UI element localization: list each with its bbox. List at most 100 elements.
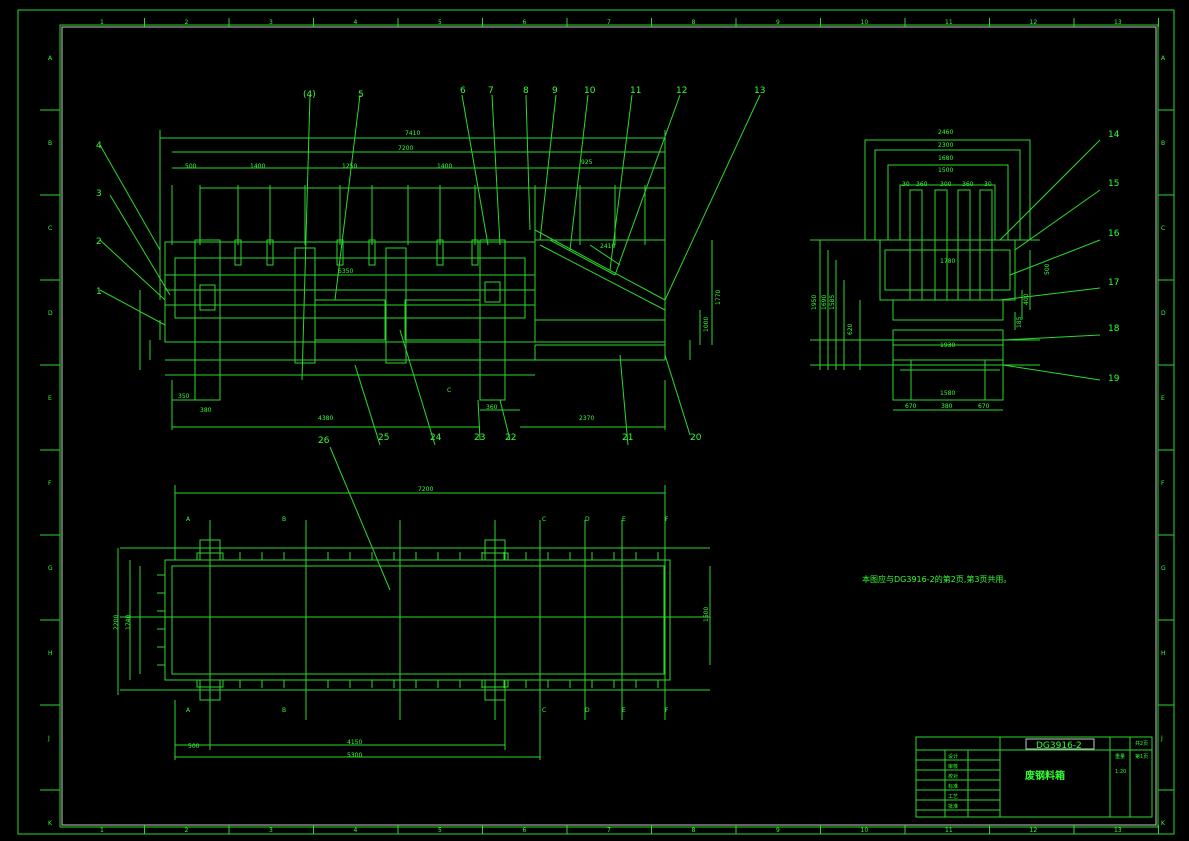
dim-500: 500 [185, 163, 197, 170]
side-dim-620: 620 [847, 323, 854, 335]
zone-row-label: G [1161, 565, 1166, 572]
dim-925: 925 [581, 159, 593, 166]
part-label-12: 12 [676, 86, 687, 96]
part-label-17: 17 [1108, 278, 1119, 288]
zone-col-label: 3 [269, 827, 273, 834]
part-label-7: 7 [488, 86, 494, 96]
title-block-row-label: 批准 [948, 803, 958, 810]
section-letter: F [665, 707, 669, 714]
part-label-11: 11 [630, 86, 641, 96]
zone-row-label: E [48, 395, 52, 402]
zone-col-label: 1 [100, 19, 104, 26]
sheet-index: 第1页 [1135, 753, 1148, 760]
zone-row-label: K [1161, 820, 1166, 827]
sheet-count: 共2页 [1135, 740, 1148, 747]
side-dim-400: 400 [1023, 293, 1030, 305]
side-dim-360b: 360 [962, 181, 974, 188]
part-label-4: (4) [303, 90, 316, 100]
zone-col-label: 5 [438, 827, 442, 834]
zone-col-label: 11 [945, 19, 953, 26]
section-letter: E [622, 516, 626, 523]
zone-col-label: 2 [185, 827, 189, 834]
title-block-row-label: 设计 [948, 753, 958, 760]
zone-row-label: J [47, 735, 50, 742]
zone-row-label: F [1161, 480, 1165, 487]
plan-dim-1500: 1500 [703, 607, 710, 622]
part-label-9: 9 [552, 86, 558, 96]
side-dim-500: 500 [1044, 263, 1051, 275]
zone-col-label: 5 [438, 19, 442, 26]
part-label-22: 22 [505, 433, 516, 443]
zone-col-label: 4 [354, 19, 358, 26]
zone-col-label: 10 [861, 19, 869, 26]
drawing-title: 废钢料箱 [1025, 769, 1065, 782]
title-block-row-label: 校对 [948, 773, 958, 780]
side-dim-1585: 1585 [829, 295, 836, 310]
dim-1400a: 1400 [250, 163, 265, 170]
part-label-3: 3 [96, 189, 102, 199]
zone-row-label: D [1161, 310, 1166, 317]
zone-row-label: D [48, 310, 53, 317]
part-label-1: 1 [96, 287, 102, 297]
side-dim-2300: 2300 [938, 142, 953, 149]
zone-row-label: G [48, 565, 53, 572]
zone-col-label: 9 [776, 827, 780, 834]
dim-1770: 1770 [715, 290, 722, 305]
plan-dim-4150: 4150 [347, 739, 362, 746]
side-dim-1690: 1690 [821, 295, 828, 310]
title-block-row-label: 工艺 [948, 794, 958, 800]
side-dim-380: 380 [941, 403, 953, 410]
zone-col-label: 10 [861, 827, 869, 834]
part-label-18: 18 [1108, 324, 1120, 334]
dim-380: 380 [200, 407, 212, 414]
zone-col-label: 4 [354, 827, 358, 834]
section-letter: A [186, 516, 191, 523]
side-dim-1680: 1680 [938, 155, 953, 162]
section-letter: D [585, 516, 590, 523]
part-label-10: 10 [584, 86, 596, 96]
zone-row-label: A [48, 55, 53, 62]
drawing-weight: 重量 [1115, 753, 1125, 760]
dim-2410: 2410 [600, 243, 615, 250]
side-dim-1950: 1950 [811, 295, 818, 310]
section-letter: D [585, 707, 590, 714]
section-letter: B [282, 707, 286, 714]
part-label-19: 19 [1108, 374, 1120, 384]
side-dim-670a: 670 [905, 403, 917, 410]
part-label-2: 2 [96, 237, 102, 247]
part-label-15: 15 [1108, 179, 1119, 189]
zone-col-label: 13 [1114, 19, 1122, 26]
dim-1250: 1250 [342, 163, 357, 170]
drawing-note: 本图应与DG3916-2的第2页,第3页共用。 [862, 574, 1011, 584]
side-dim-2460: 2460 [938, 129, 953, 136]
dim-350: 350 [178, 393, 190, 400]
part-label-16: 16 [1108, 229, 1120, 239]
zone-row-label: H [48, 650, 53, 657]
section-letter: B [282, 516, 286, 523]
dim-5350: 5350 [338, 268, 353, 275]
zone-col-label: 6 [523, 827, 527, 834]
section-c-mark: C [447, 387, 451, 394]
part-label-13: 13 [754, 86, 765, 96]
part-label-21: 21 [622, 433, 633, 443]
title-block-row-label: 标准 [948, 783, 958, 790]
side-dim-360a: 360 [916, 181, 928, 188]
zone-col-label: 6 [523, 19, 527, 26]
side-dim-670b: 670 [978, 403, 990, 410]
sheet-border [17, 9, 1175, 835]
zone-col-label: 12 [1030, 827, 1038, 834]
side-dim-1780: 1780 [940, 258, 955, 265]
zone-row-label: E [1161, 395, 1165, 402]
dim-7200: 7200 [398, 145, 413, 152]
side-dim-30a: 30 [902, 181, 910, 188]
plan-dim-500: 500 [188, 743, 200, 750]
side-dim-1500: 1500 [938, 167, 953, 174]
section-letter: E [622, 707, 626, 714]
zone-row-label: B [48, 140, 52, 147]
